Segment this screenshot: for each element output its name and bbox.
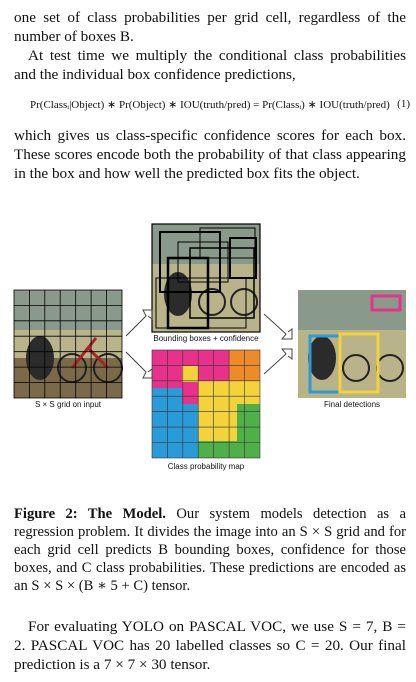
flow-arrows [125, 309, 293, 379]
paragraph-3: which gives us class-specific confidence… [14, 127, 406, 182]
equation-1: Pr(Classᵢ|Object) ∗ Pr(Object) ∗ IOU(tru… [30, 98, 410, 111]
detection-car [370, 294, 402, 312]
arrow-to-boxes [125, 309, 153, 337]
grid-overlay [13, 289, 123, 399]
predicted-boxes [151, 223, 261, 333]
arrow-to-classmap [125, 351, 153, 379]
arrow-from-boxes [263, 313, 293, 340]
bounding-boxes-image [151, 223, 261, 333]
equation-text: Pr(Classᵢ|Object) ∗ Pr(Object) ∗ IOU(tru… [30, 99, 390, 111]
class-probability-map [151, 349, 261, 459]
equation-number: (1) [397, 98, 410, 110]
classmap-grid [151, 349, 261, 459]
input-image [13, 289, 123, 399]
paragraph-1: one set of class probabilities per grid … [14, 9, 406, 45]
paragraph-4: For evaluating YOLO on PASCAL VOC, we us… [14, 618, 406, 673]
caption-title: Figure 2: The Model. [14, 506, 166, 522]
figure-graphic: S × S grid on input Bounding boxes + con… [13, 223, 406, 471]
label-bounding-boxes: Bounding boxes + confidence [153, 334, 259, 343]
detection-bicycle [338, 332, 380, 394]
label-final-detections: Final detections [324, 400, 380, 409]
label-class-map: Class probability map [168, 462, 245, 471]
caption-text: Our system models detection as a regress… [14, 506, 407, 594]
figure-caption: Figure 2: The Model. Our system models d… [14, 505, 406, 595]
label-grid-input: S × S grid on input [35, 400, 102, 409]
final-detections-image [298, 290, 406, 398]
paragraph-2: At test time we multiply the conditional… [14, 47, 406, 83]
arrow-from-classmap [263, 348, 293, 375]
figure-2: S × S grid on input Bounding boxes + con… [0, 218, 416, 478]
